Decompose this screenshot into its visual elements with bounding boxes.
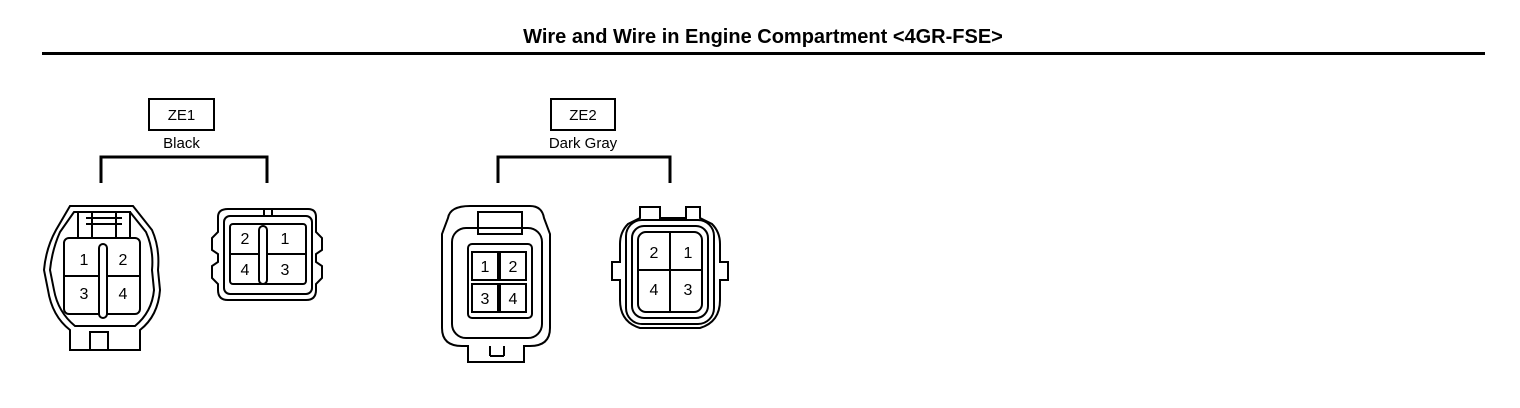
connector-ze1-female: 1 2 3 4 xyxy=(42,205,162,351)
pin-label: 4 xyxy=(119,286,128,303)
color-label-ze2: Dark Gray xyxy=(549,135,618,152)
connector-ze2-male: 2 1 4 3 xyxy=(611,206,729,329)
bracket-ze2 xyxy=(496,155,672,183)
connector-group-ze2: ZE2 Dark Gray 1 2 3 4 xyxy=(441,98,729,363)
pin-label: 3 xyxy=(684,282,693,299)
pin-label: 3 xyxy=(481,291,490,308)
code-label-ze2: ZE2 xyxy=(569,107,597,124)
pin-label: 2 xyxy=(241,231,250,248)
connector-ze1-male: 2 1 4 3 xyxy=(211,208,323,301)
pin-label: 2 xyxy=(119,252,128,269)
pin-label: 2 xyxy=(650,245,659,262)
pin-label: 1 xyxy=(281,231,290,248)
diagram-title: Wire and Wire in Engine Compartment <4GR… xyxy=(523,26,1003,48)
pin-label: 2 xyxy=(509,259,518,276)
bracket-ze1 xyxy=(99,155,269,183)
pin-label: 3 xyxy=(80,286,89,303)
title-rule xyxy=(42,52,1485,55)
pin-label: 4 xyxy=(241,262,250,279)
code-box-ze1 xyxy=(148,98,215,131)
pin-label: 4 xyxy=(650,282,659,299)
pin-label: 1 xyxy=(80,252,89,269)
pin-label: 3 xyxy=(281,262,290,279)
pin-label: 1 xyxy=(684,245,693,262)
connector-group-ze1: ZE1 Black 1 2 3 4 xyxy=(42,98,323,351)
pin-label: 4 xyxy=(509,291,518,308)
color-label-ze1: Black xyxy=(163,135,200,152)
pin-label: 1 xyxy=(481,259,490,276)
code-box-ze2 xyxy=(550,98,616,131)
code-label-ze1: ZE1 xyxy=(168,107,196,124)
connector-ze2-female: 1 2 3 4 xyxy=(441,205,551,363)
